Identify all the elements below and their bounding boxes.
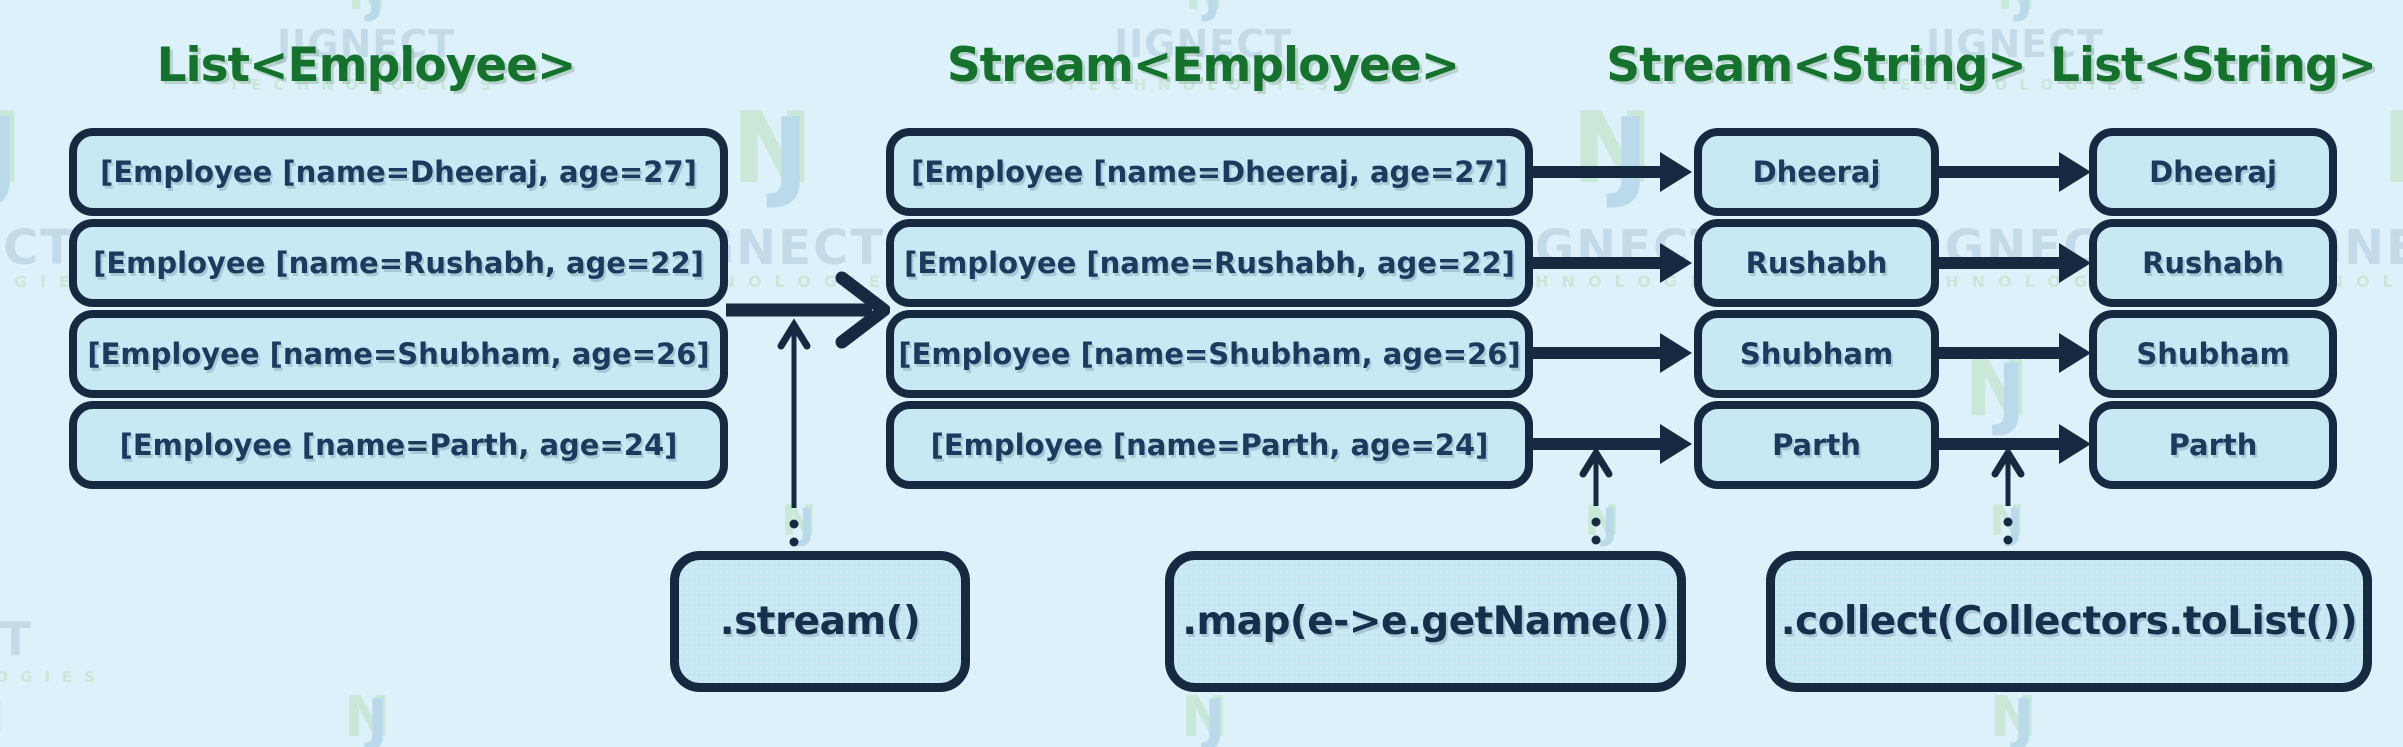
logo-letter: J <box>2006 498 2023 548</box>
watermark-sub-text: TECHNOLOGIES <box>228 76 504 94</box>
logo-letter: N <box>1997 0 2036 20</box>
jignect-logo-icon: NJ <box>1181 688 1228 747</box>
logo-letter: N <box>781 496 817 545</box>
logo-letter: J <box>1204 0 1221 23</box>
watermark-brand-text: JIGNECT <box>0 612 33 666</box>
watermark-sub-text: TECHNOLOGIES <box>1065 76 1341 94</box>
stream-string-item-3: Shubham <box>1694 310 1939 398</box>
watermark-sub-text: TECHNOLOGIES <box>1877 76 2153 94</box>
jignect-logo-icon: NJ <box>781 500 816 545</box>
watermark-brand-text: JIGNECT <box>0 220 76 276</box>
logo-letter: J <box>1996 348 2026 439</box>
map-operation-box: .map(e->e.getName()) <box>1165 551 1686 692</box>
collect-operation-box: .collect(Collectors.toList()) <box>1766 551 2372 692</box>
arrow-stem <box>1939 347 2065 359</box>
collect-call-arrow <box>1991 446 2025 545</box>
arrow-head-icon <box>2059 243 2091 283</box>
logo-letter: J <box>798 498 815 548</box>
title-stream-string: Stream<String> <box>1606 38 2027 93</box>
list-employee-item-4: [Employee [name=Parth, age=24] <box>69 401 728 489</box>
logo-letter: N <box>0 692 4 743</box>
arrow-head-icon <box>2059 424 2091 464</box>
jignect-logo-icon: NJ <box>0 100 23 204</box>
arrow-head-icon <box>1660 333 1692 373</box>
jignect-logo-icon: NJ <box>0 696 4 743</box>
stream-string-item-2: Rushabh <box>1694 219 1939 307</box>
logo-letter: N <box>343 685 391 747</box>
stream-string-item-4: Parth <box>1694 401 1939 489</box>
arrow-stem <box>1533 438 1666 450</box>
stream-operation-box: .stream() <box>670 551 970 692</box>
arrow-stem <box>1939 438 2065 450</box>
jignect-logo-icon: NJ <box>348 0 387 19</box>
arrow-stem <box>1533 166 1666 178</box>
stream-call-arrow <box>777 318 811 547</box>
logo-letter: N <box>1185 0 1224 20</box>
logo-letter: N <box>348 0 387 20</box>
watermark-brand-text: JIGNECT <box>1113 22 1293 66</box>
watermark-sub-text: TECHNOLOGIES <box>0 668 108 686</box>
map-call-arrow <box>1579 446 1613 545</box>
logo-letter: J <box>0 695 2 746</box>
title-list-string: List<String> <box>2050 38 2377 93</box>
arrow-head-icon <box>1660 243 1692 283</box>
stream-employee-item-2: [Employee [name=Rushabh, age=22] <box>886 219 1533 307</box>
arrow-head-icon <box>1660 424 1692 464</box>
logo-letter: J <box>367 688 389 747</box>
logo-letter: J <box>1612 97 1649 212</box>
title-stream-employee: Stream<Employee> <box>946 38 1460 93</box>
stream-employee-item-4: [Employee [name=Parth, age=24] <box>886 401 1533 489</box>
title-list-employee: List<Employee> <box>156 38 577 93</box>
logo-letter: N <box>1571 92 1654 206</box>
logo-letter: N <box>731 92 814 206</box>
logo-letter: N <box>0 92 23 206</box>
arrow-head-icon <box>2059 152 2091 192</box>
jignect-logo-icon: NJ <box>1185 0 1224 19</box>
logo-letter: N <box>1989 685 2037 747</box>
logo-letter: J <box>1204 688 1226 747</box>
jignect-logo-icon: NJ <box>1997 0 2036 19</box>
list-string-item-1: Dheeraj <box>2089 128 2337 216</box>
list-to-stream-arrow <box>726 271 890 349</box>
logo-letter: N <box>1964 344 2030 434</box>
logo-letter: N <box>1584 496 1620 545</box>
logo-letter: J <box>772 97 809 212</box>
logo-letter: J <box>2016 0 2033 23</box>
logo-letter: J <box>1601 498 1618 548</box>
arrow-head-icon <box>1660 152 1692 192</box>
jignect-logo-icon: NJ <box>1990 688 2037 747</box>
logo-letter: J <box>0 97 19 212</box>
list-string-item-4: Parth <box>2089 401 2337 489</box>
arrow-stem <box>1533 257 1666 269</box>
list-employee-item-2: [Employee [name=Rushabh, age=22] <box>69 219 728 307</box>
jignect-logo-icon: NJ <box>1584 500 1619 545</box>
watermark-brand-text: JIGNECT <box>1925 22 2105 66</box>
watermark-brand-text: JIGNECT <box>276 22 456 66</box>
arrow-head-icon <box>2059 333 2091 373</box>
stream-employee-item-1: [Employee [name=Dheeraj, age=27] <box>886 128 1533 216</box>
list-string-item-2: Rushabh <box>2089 219 2337 307</box>
list-employee-item-1: [Employee [name=Dheeraj, age=27] <box>69 128 728 216</box>
arrow-stem <box>1533 347 1666 359</box>
logo-letter: N <box>1180 685 1228 747</box>
jignect-logo-icon: NJ <box>1571 100 1653 204</box>
jignect-logo-icon: NJ <box>344 688 391 747</box>
logo-letter: J <box>367 0 384 23</box>
stream-string-item-1: Dheeraj <box>1694 128 1939 216</box>
jignect-logo-icon: NJ <box>731 100 813 204</box>
logo-letter: J <box>2013 688 2035 747</box>
stream-employee-item-3: [Employee [name=Shubham, age=26] <box>886 310 1533 398</box>
jignect-logo-icon: NJ <box>2381 100 2403 198</box>
jignect-logo-icon: NJ <box>1964 350 2029 433</box>
list-employee-item-3: [Employee [name=Shubham, age=26] <box>69 310 728 398</box>
list-string-item-3: Shubham <box>2089 310 2337 398</box>
logo-letter: N <box>2381 92 2403 206</box>
arrow-stem <box>1939 166 2065 178</box>
arrow-stem <box>1939 257 2065 269</box>
